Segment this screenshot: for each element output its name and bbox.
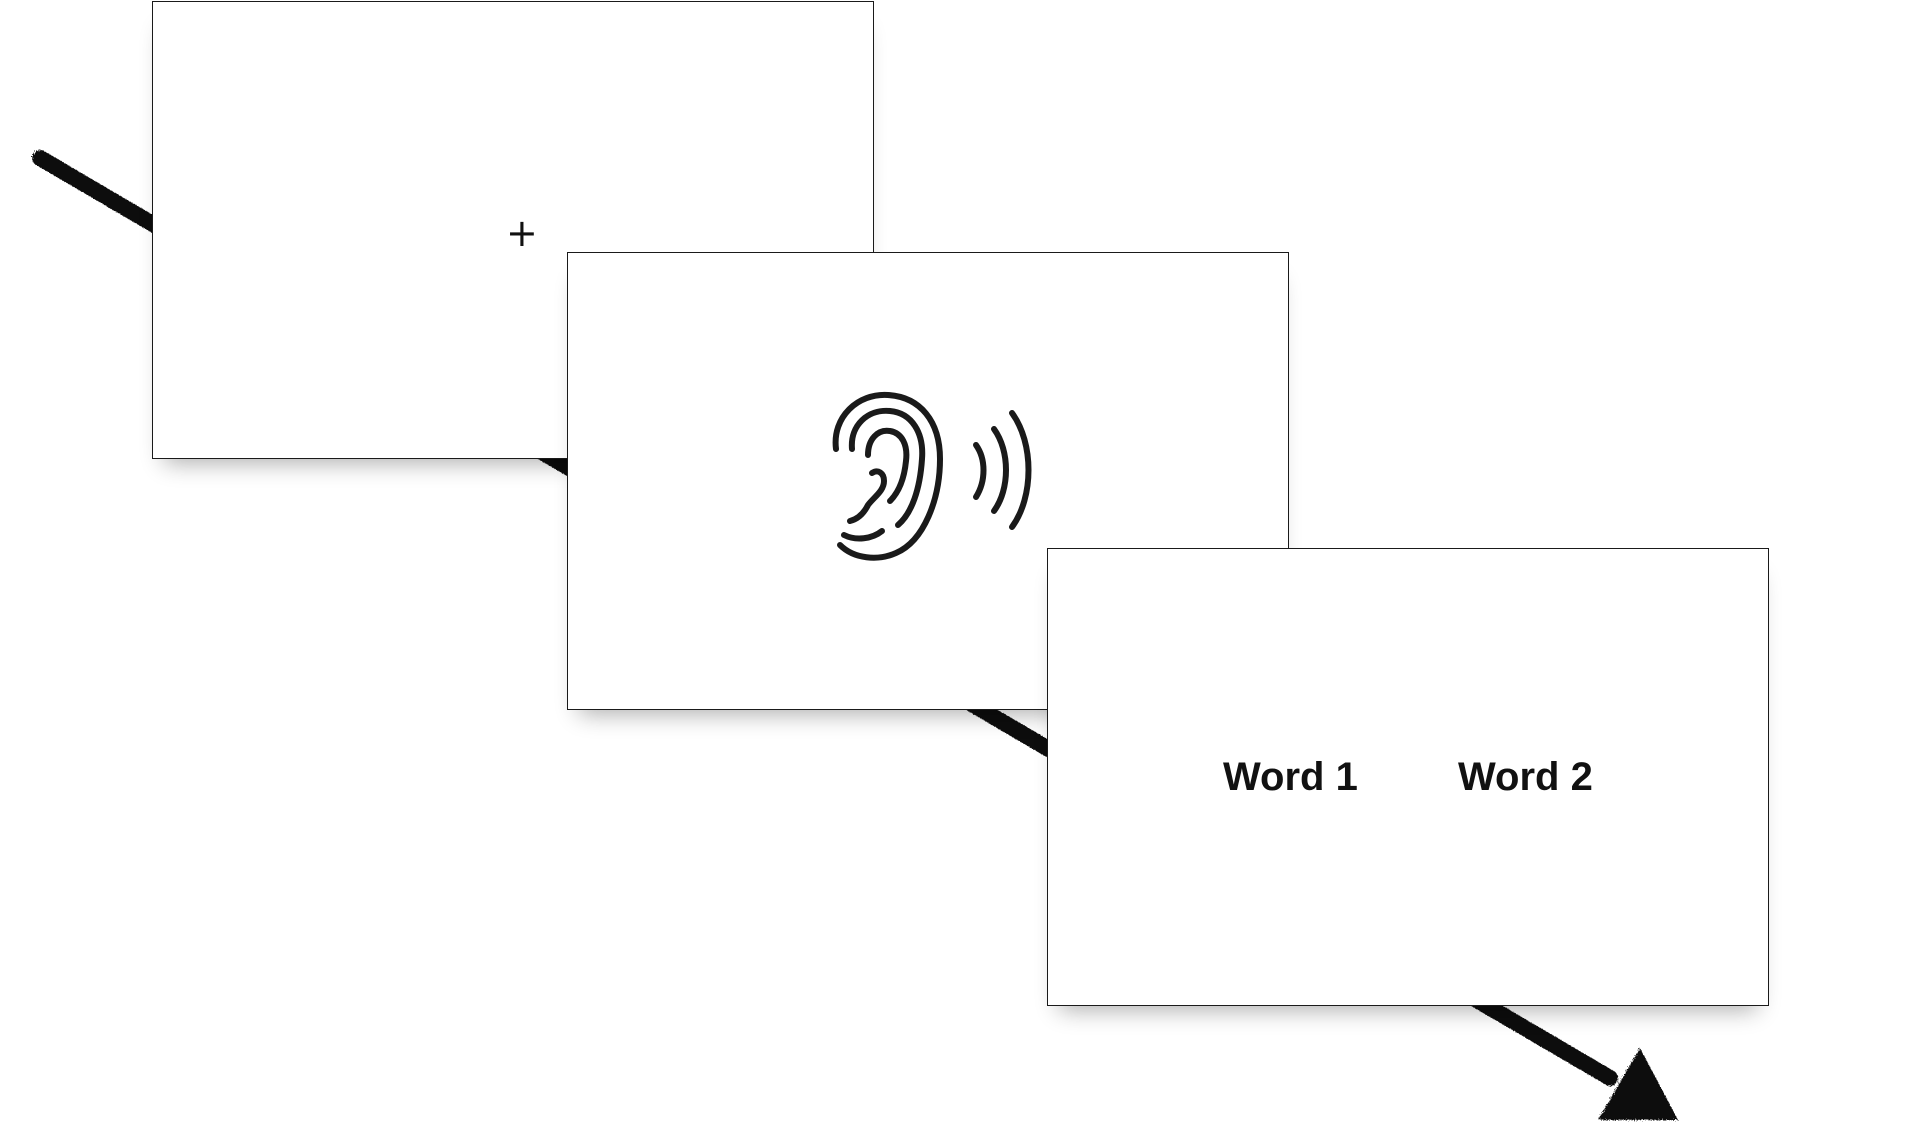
- word-option-2: Word 2: [1458, 755, 1593, 799]
- fixation-cross: +: [506, 211, 538, 255]
- choice-screen: Word 1 Word 2: [1047, 548, 1769, 1006]
- arrow-head: [1598, 1048, 1678, 1120]
- ear-with-sound-waves-icon: [832, 391, 1032, 561]
- word-option-1: Word 1: [1223, 755, 1358, 799]
